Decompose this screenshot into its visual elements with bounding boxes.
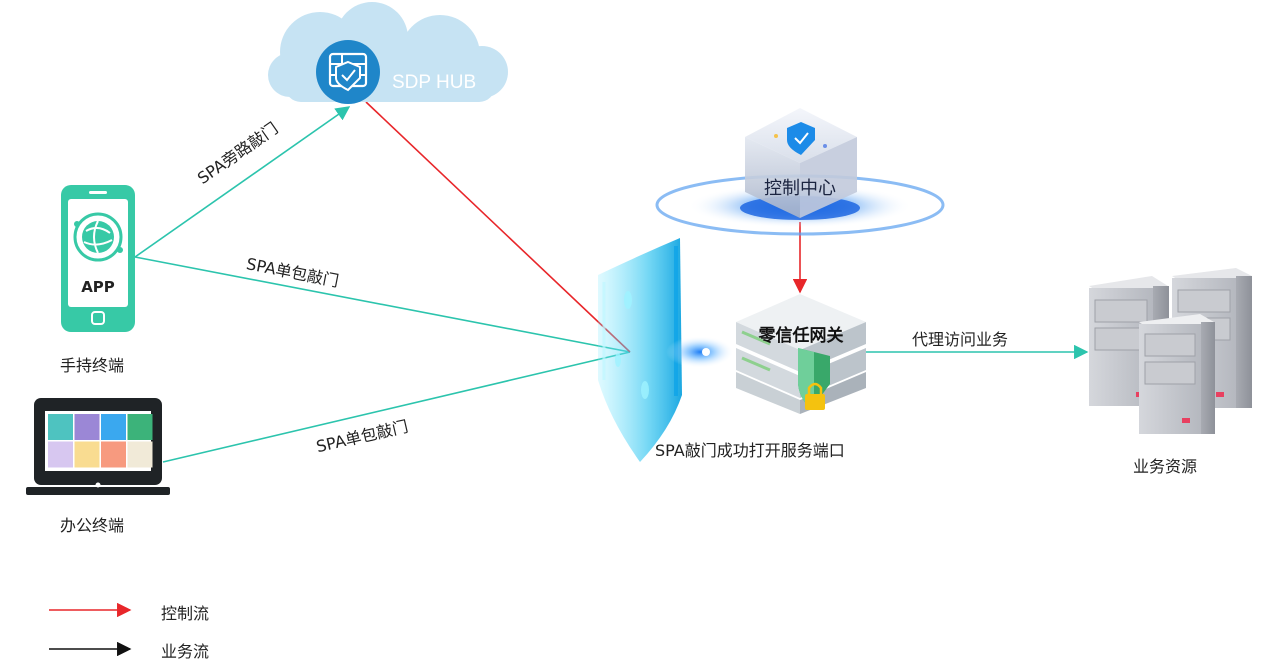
servers-caption: 业务资源	[1133, 457, 1198, 476]
proxy-label: 代理访问业务	[912, 330, 1009, 349]
laptop-screen-tile	[48, 441, 73, 468]
bypass-knock-arrow	[134, 106, 351, 258]
laptop-icon	[26, 398, 170, 495]
laptop-screen-tile	[101, 441, 126, 468]
legend-business-label: 业务流	[161, 642, 210, 661]
mobile-phone-icon: APP	[61, 185, 135, 332]
control-center-label: 控制中心	[764, 178, 836, 199]
laptop-knock-line	[162, 351, 631, 463]
laptop-screen-tile	[127, 414, 153, 440]
mobile-caption: 手持终端	[60, 356, 125, 375]
hub-control-line	[365, 101, 631, 353]
control-center-icon	[655, 108, 945, 236]
sdp-hub-label: SDP HUB	[392, 72, 476, 93]
laptop-screen-tile	[48, 414, 73, 440]
laptop-screen-tile	[74, 414, 100, 440]
port-open-label: SPA敲门成功打开服务端口	[655, 441, 845, 460]
firewall-icon	[316, 40, 380, 104]
legend-control-label: 控制流	[161, 604, 210, 623]
mobile-knock-line	[134, 256, 631, 353]
laptop-screen-tile	[127, 441, 153, 468]
gateway-label: 零信任网关	[758, 325, 844, 346]
spa-shield-icon	[598, 238, 734, 462]
laptop-screen-tile	[101, 414, 126, 440]
gateway-icon	[736, 294, 866, 414]
laptop-caption: 办公终端	[60, 516, 125, 535]
laptop-screen-tile	[74, 441, 100, 468]
servers-icon	[1089, 268, 1252, 434]
app-label: APP	[81, 278, 115, 296]
